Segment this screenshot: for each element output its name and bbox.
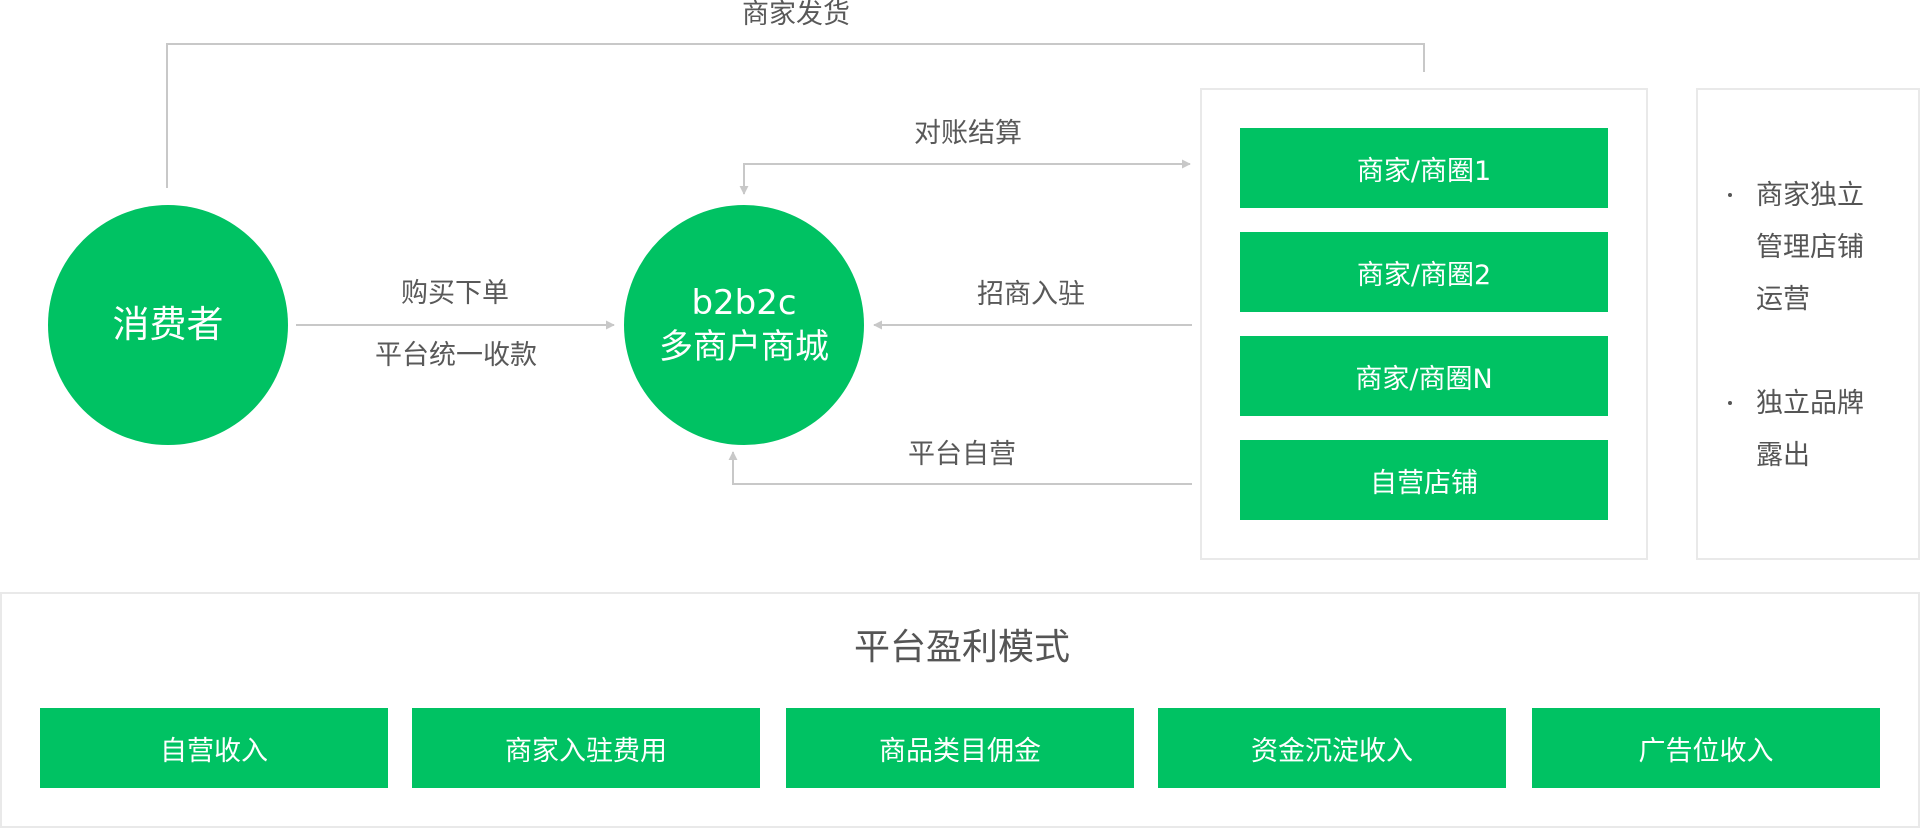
- profit-item-self-operated: 自营收入: [40, 708, 388, 788]
- consumer-node: 消费者: [48, 205, 288, 445]
- profit-title: 平台盈利模式: [853, 627, 1071, 668]
- order-label: 购买下单: [401, 278, 509, 309]
- shipping-connector: [166, 43, 1425, 188]
- profit-item-capital: 资金沉淀收入: [1158, 708, 1506, 788]
- profit-item-entry-fee: 商家入驻费用: [412, 708, 760, 788]
- feature-line: 独立品牌: [1756, 388, 1864, 419]
- feature-line: 运营: [1756, 284, 1810, 315]
- feature-text: 商家独立 管理店铺 运营: [1756, 170, 1864, 326]
- self-operated-store-box: 自营店铺: [1240, 440, 1608, 520]
- consumer-label: 消费者: [112, 302, 224, 346]
- merchant-box-1: 商家/商圈1: [1240, 128, 1608, 208]
- merchant-box-n: 商家/商圈N: [1240, 336, 1608, 416]
- self-operated-arrow: [728, 451, 1192, 485]
- profit-item-commission: 商品类目佣金: [786, 708, 1134, 788]
- profit-item-ads: 广告位收入: [1532, 708, 1880, 788]
- platform-label-line1: b2b2c: [691, 282, 797, 323]
- reconcile-arrow: [739, 159, 1191, 195]
- bullet-dot: [1728, 401, 1732, 405]
- self-operated-label: 平台自营: [908, 439, 1016, 470]
- shipping-label: 商家发货: [742, 0, 850, 30]
- feature-line: 商家独立: [1756, 180, 1864, 211]
- feature-line: 管理店铺: [1756, 232, 1864, 263]
- bullet-dot: [1728, 193, 1732, 197]
- feature-text: 独立品牌 露出: [1756, 378, 1864, 482]
- merchant-panel: 商家/商圈1 商家/商圈2 商家/商圈N 自营店铺: [1200, 88, 1648, 560]
- merchant-box-2: 商家/商圈2: [1240, 232, 1608, 312]
- platform-label-line2: 多商户商城: [659, 327, 829, 367]
- attract-label: 招商入驻: [977, 279, 1085, 310]
- feature-line: 露出: [1756, 440, 1810, 471]
- platform-node: b2b2c 多商户商城: [624, 205, 864, 445]
- profit-panel: 平台盈利模式 自营收入 商家入驻费用 商品类目佣金 资金沉淀收入 广告位收入: [0, 592, 1920, 828]
- reconcile-label: 对账结算: [914, 118, 1022, 149]
- collect-label: 平台统一收款: [375, 340, 537, 371]
- feature-panel: 商家独立 管理店铺 运营 独立品牌 露出: [1696, 88, 1920, 560]
